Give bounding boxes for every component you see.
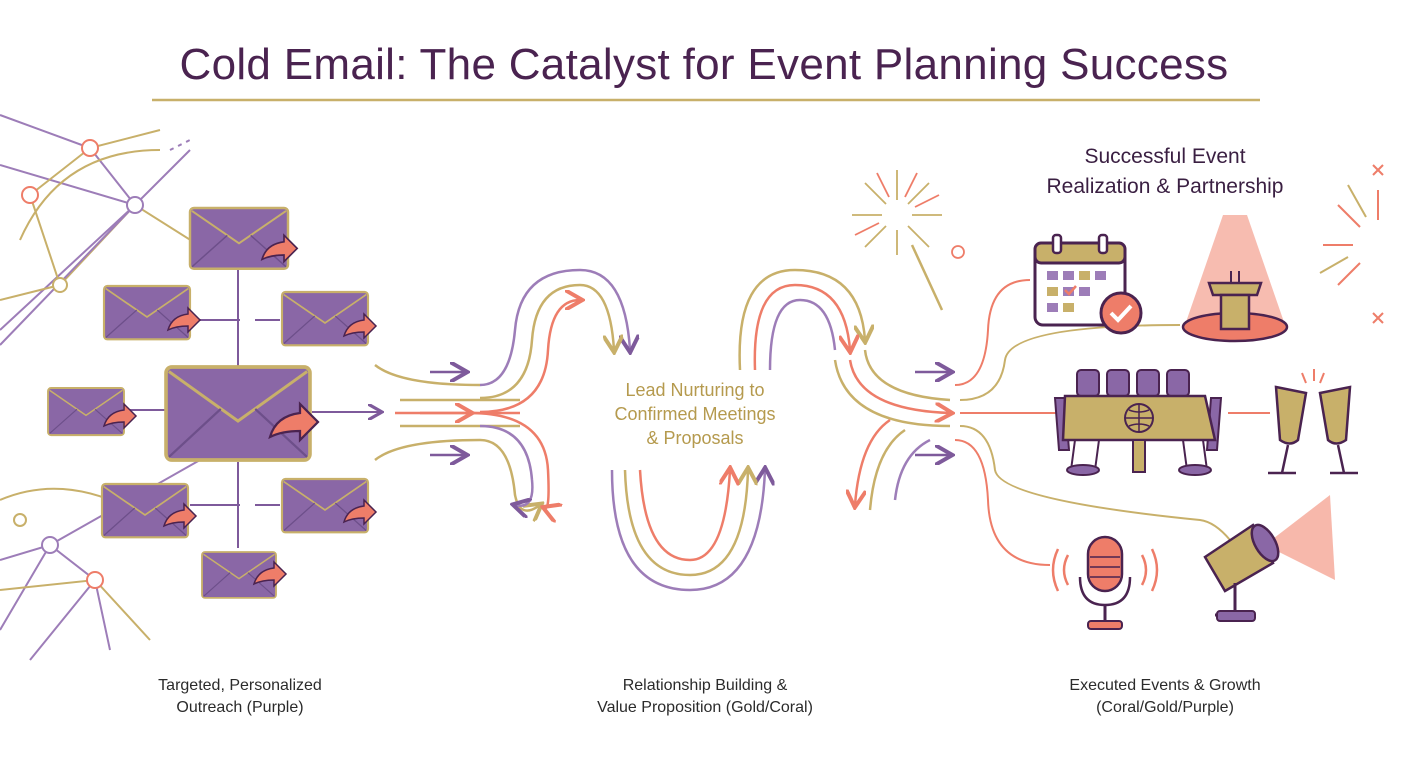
stage-label-line: Targeted, Personalized	[158, 677, 322, 694]
stage-label-line: Outreach (Purple)	[176, 699, 304, 716]
envelope-icon	[201, 551, 287, 599]
stage-label-relationship: Relationship Building & Value Propositio…	[555, 675, 855, 719]
envelope-icon	[280, 477, 377, 534]
champagne-toast-icon	[1268, 369, 1358, 475]
stage-label-line: Executed Events & Growth	[1069, 677, 1261, 694]
envelope-connectors	[125, 270, 380, 548]
stage-label-line: (Coral/Gold/Purple)	[1096, 699, 1234, 716]
firework-icon	[1319, 164, 1384, 324]
flow-arrows-right	[915, 372, 950, 455]
stage-label-executed: Executed Events & Growth (Coral/Gold/Pur…	[1030, 675, 1300, 719]
envelope-icon	[100, 482, 197, 539]
destination-title-line: Realization & Partnership	[1046, 175, 1284, 198]
envelope-icon	[47, 387, 137, 437]
center-label-line: Confirmed Meetings	[614, 404, 776, 424]
podium-spotlight-icon	[1181, 215, 1289, 343]
stage-label-line: Relationship Building &	[622, 677, 788, 694]
center-label-line: & Proposals	[646, 428, 744, 448]
envelope-icon	[164, 365, 320, 462]
destination-connectors	[954, 279, 1270, 566]
envelope-icon	[102, 284, 201, 341]
stage-label-outreach: Targeted, Personalized Outreach (Purple)	[120, 675, 360, 719]
center-label-line: Lead Nurturing to	[625, 380, 765, 400]
destination-title-line: Successful Event	[1084, 145, 1246, 168]
flow-arrows-left	[374, 365, 520, 460]
page-title: Cold Email: The Catalyst for Event Plann…	[179, 40, 1229, 89]
microphone-icon	[1051, 535, 1159, 630]
envelope-icon	[280, 290, 377, 347]
conference-table-icon	[1053, 369, 1223, 476]
destination-title: Successful Event Realization & Partnersh…	[1000, 142, 1330, 202]
stage-label-line: Value Proposition (Gold/Coral)	[597, 699, 813, 716]
serpentine-flow	[469, 268, 950, 592]
firework-icon	[852, 170, 965, 311]
center-flow-label: Lead Nurturing to Confirmed Meetings & P…	[580, 378, 810, 450]
calendar-check-icon	[1033, 233, 1143, 335]
envelope-icon	[188, 206, 299, 270]
spotlight-icon	[1203, 495, 1335, 622]
